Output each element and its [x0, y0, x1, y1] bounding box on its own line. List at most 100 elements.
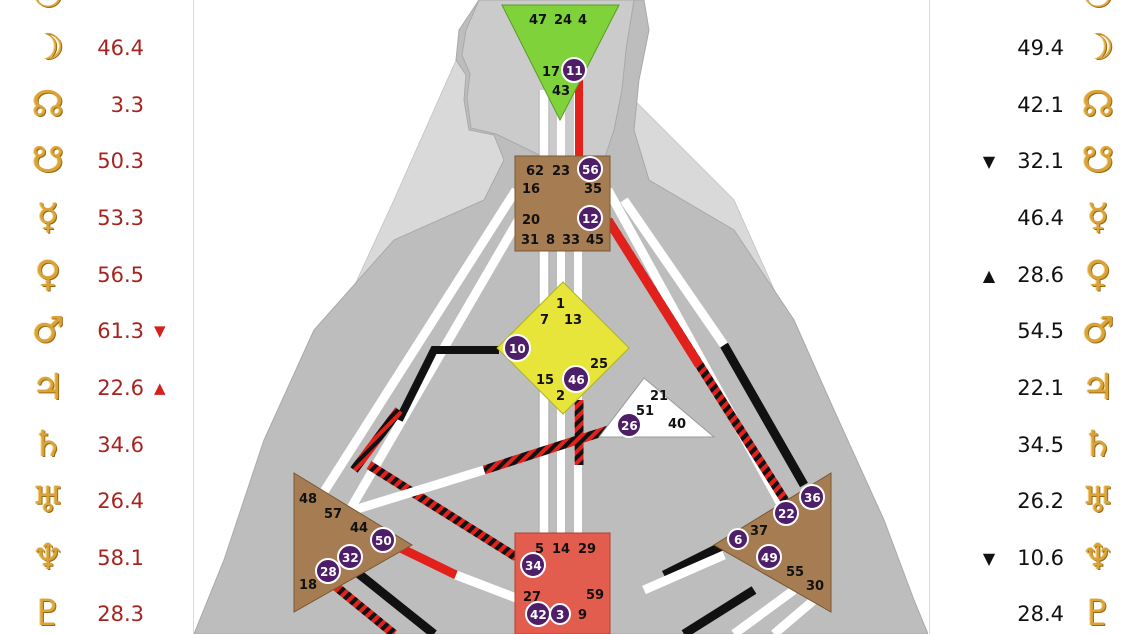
right-value: 32.1	[1017, 149, 1064, 173]
gate: 31	[521, 233, 539, 248]
gate: 37	[750, 524, 768, 539]
mercury-icon: ☿	[1086, 197, 1110, 238]
right-row-pluto: 28.4♇	[950, 594, 1120, 634]
gate: 8	[546, 233, 555, 248]
gate: 36	[804, 491, 821, 505]
right-value: 42.1	[1017, 93, 1064, 117]
gate-marker	[370, 527, 396, 553]
gate: 33	[562, 233, 580, 248]
gate: 48	[299, 492, 317, 507]
gate: 10	[509, 342, 526, 356]
left-value: 26.4	[97, 489, 144, 513]
gate: 7	[540, 313, 549, 328]
saturn-icon: ♄	[31, 424, 65, 465]
moon-icon: ☽	[31, 27, 65, 68]
gate: 26	[621, 419, 638, 433]
gate: 45	[586, 233, 604, 248]
left-row-south-node: ☋50.3	[26, 141, 191, 181]
mercury-icon: ☿	[36, 197, 60, 238]
gate-marker	[562, 365, 590, 393]
gate: 40	[668, 417, 686, 432]
gate: 49	[761, 551, 778, 565]
gate: 44	[350, 521, 368, 536]
gate-marker	[549, 603, 571, 625]
channel	[302, 187, 520, 523]
south-node-icon: ☋	[32, 140, 64, 181]
left-value: 61.3	[97, 319, 144, 343]
gate-marker	[315, 558, 341, 584]
venus-icon: ♀	[34, 254, 62, 295]
gate: 25	[590, 357, 608, 372]
g-center	[496, 281, 630, 415]
left-value: 22.6	[97, 376, 144, 400]
gate: 18	[299, 578, 317, 593]
design-column: ☉ 49.4☽ 42.1☊ ▼32.1☋ 46.4☿ ▲28.6♀ 54.5♂ …	[929, 0, 1127, 634]
gate: 30	[806, 579, 824, 594]
sun-icon: ☉	[26, 0, 70, 16]
channel	[771, 596, 817, 634]
gate: 20	[522, 213, 540, 228]
gate-marker	[520, 552, 546, 578]
gate: 28	[320, 565, 337, 579]
sun-icon: ☉	[1076, 0, 1120, 16]
gate: 21	[650, 389, 668, 404]
channel-red	[604, 217, 703, 368]
gate: 55	[786, 565, 804, 580]
mars-icon: ♂	[31, 310, 65, 351]
left-value: 53.3	[97, 206, 144, 230]
gate-marker	[756, 544, 782, 570]
gate: 43	[552, 84, 570, 99]
right-value: 34.5	[1017, 433, 1064, 457]
left-value: 34.6	[97, 433, 144, 457]
gate-marker	[561, 57, 587, 83]
gate-marker	[727, 528, 749, 550]
channel	[642, 550, 726, 595]
right-arrow-down: ▼	[982, 151, 996, 171]
north-node-icon: ☊	[32, 84, 64, 125]
left-row-uranus: ♅26.4	[26, 481, 191, 521]
moon-icon: ☽	[1081, 27, 1115, 68]
gate: 62	[526, 164, 544, 179]
left-value: 46.4	[97, 36, 144, 60]
solar-plexus-center	[713, 472, 832, 613]
channel-striped	[482, 420, 626, 475]
right-row-neptune: ▼10.6♆	[950, 538, 1120, 578]
gate: 59	[586, 588, 604, 603]
right-value: 49.4	[1017, 36, 1064, 60]
left-row-sun: ☉	[26, 0, 191, 16]
head-center	[501, 4, 620, 122]
channel-black	[351, 566, 437, 634]
channel	[620, 197, 728, 348]
gate: 2	[556, 389, 565, 404]
right-row-mars: 54.5♂	[950, 311, 1120, 351]
left-row-north-node: ☊ 3.3	[26, 85, 191, 125]
gate: 24	[554, 13, 572, 28]
left-arrow-up: ▲	[154, 379, 166, 397]
left-row-mercury: ☿ 53.3	[26, 198, 191, 238]
right-arrow-up: ▲	[982, 265, 996, 285]
gate: 29	[578, 542, 596, 557]
personality-column: ☉ ☽46.4 ☊3.3 ☋50.3 ☿53.3 ♀56.5 ♂61.3▼ ♃2…	[0, 0, 194, 634]
pluto-icon: ♇	[1081, 593, 1115, 634]
saturn-icon: ♄	[1081, 424, 1115, 465]
right-value: 46.4	[1017, 206, 1064, 230]
left-row-moon: ☽ 46.4	[26, 28, 191, 68]
gate: 15	[536, 373, 554, 388]
gate: 23	[552, 164, 570, 179]
north-node-icon: ☊	[1082, 84, 1114, 125]
right-row-south-node: ▼32.1☋	[950, 141, 1120, 181]
channel-striped	[350, 407, 403, 473]
channel-black	[661, 540, 727, 580]
jupiter-icon: ♃	[31, 367, 65, 408]
right-row-uranus: 26.2♅	[950, 481, 1120, 521]
left-row-venus: ♀56.5	[26, 255, 191, 295]
gate: 34	[525, 559, 542, 573]
left-value: 3.3	[110, 93, 144, 117]
venus-icon: ♀	[1084, 254, 1112, 295]
gate: 11	[566, 64, 583, 78]
left-row-mars: ♂61.3▼	[26, 311, 191, 351]
channel	[454, 570, 518, 603]
mars-icon: ♂	[1081, 310, 1115, 351]
neptune-icon: ♆	[31, 537, 65, 578]
right-row-north-node: 42.1 ☊	[950, 85, 1120, 125]
